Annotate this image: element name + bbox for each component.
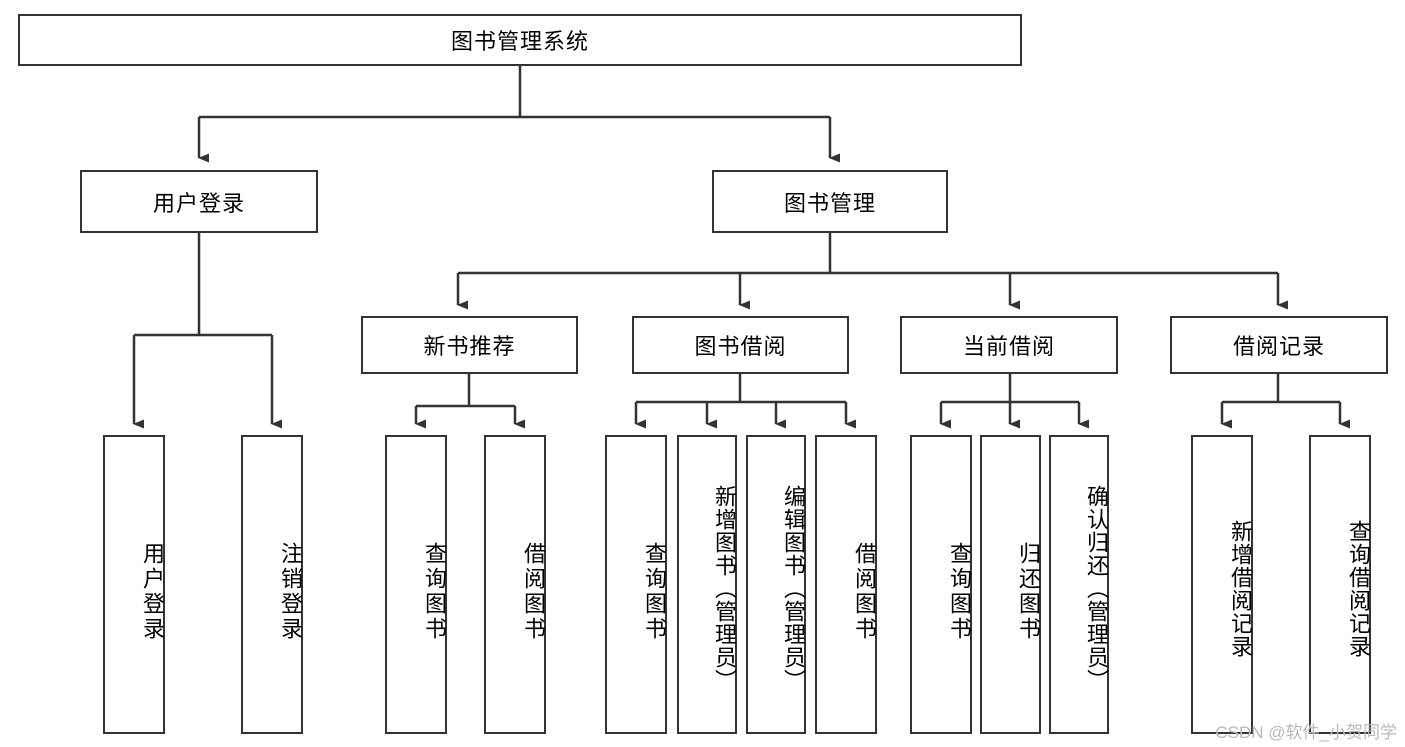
node-leaf-return-book[interactable]: 归还图书 bbox=[980, 435, 1041, 734]
node-leaf-add-borrow-record-label: 新增借阅记录 bbox=[1228, 519, 1253, 658]
node-book-management[interactable]: 图书管理 bbox=[712, 170, 948, 233]
node-leaf-borrow-book-newbook[interactable]: 借阅图书 bbox=[484, 435, 546, 734]
node-leaf-logout[interactable]: 注销登录 bbox=[241, 435, 303, 734]
node-leaf-logout-label: 注销登录 bbox=[278, 541, 303, 642]
node-book-borrow[interactable]: 图书借阅 bbox=[632, 316, 849, 374]
node-new-book-recommendation[interactable]: 新书推荐 bbox=[361, 316, 578, 374]
node-book-management-label: 图书管理 bbox=[783, 190, 876, 216]
node-book-borrow-label: 图书借阅 bbox=[694, 334, 787, 359]
node-leaf-borrow-book-borrow-label: 借阅图书 bbox=[852, 541, 877, 642]
node-leaf-query-book-borrow-label: 查询图书 bbox=[642, 541, 667, 642]
node-leaf-add-borrow-record[interactable]: 新增借阅记录 bbox=[1191, 435, 1253, 734]
node-user-login[interactable]: 用户登录 bbox=[80, 170, 318, 233]
node-new-book-recommendation-label: 新书推荐 bbox=[423, 334, 516, 359]
node-leaf-query-borrow-record[interactable]: 查询借阅记录 bbox=[1309, 435, 1371, 734]
node-leaf-return-book-label: 归还图书 bbox=[1016, 541, 1041, 642]
node-leaf-query-book-current[interactable]: 查询图书 bbox=[910, 435, 972, 734]
node-user-login-label: 用户登录 bbox=[152, 190, 245, 216]
node-leaf-user-login[interactable]: 用户登录 bbox=[103, 435, 165, 734]
node-leaf-confirm-return-admin[interactable]: 确认归还（管理员） bbox=[1049, 435, 1109, 734]
node-leaf-edit-book-admin-label: 编辑图书（管理员） bbox=[781, 485, 806, 692]
node-current-borrow[interactable]: 当前借阅 bbox=[900, 316, 1118, 374]
node-leaf-query-book-current-label: 查询图书 bbox=[947, 541, 972, 642]
node-leaf-query-book-newbook[interactable]: 查询图书 bbox=[385, 435, 447, 734]
node-root-book-management-system[interactable]: 图书管理系统 bbox=[18, 14, 1022, 66]
node-leaf-user-login-label: 用户登录 bbox=[140, 541, 165, 642]
node-leaf-edit-book-admin[interactable]: 编辑图书（管理员） bbox=[746, 435, 806, 734]
node-leaf-add-book-admin-label: 新增图书（管理员） bbox=[712, 485, 737, 692]
node-leaf-query-borrow-record-label: 查询借阅记录 bbox=[1346, 519, 1371, 658]
node-leaf-confirm-return-admin-label: 确认归还（管理员） bbox=[1084, 485, 1109, 692]
node-leaf-query-book-borrow[interactable]: 查询图书 bbox=[605, 435, 667, 734]
node-leaf-borrow-book-newbook-label: 借阅图书 bbox=[521, 541, 546, 642]
node-root-label: 图书管理系统 bbox=[450, 29, 589, 54]
node-leaf-borrow-book-borrow[interactable]: 借阅图书 bbox=[815, 435, 877, 734]
node-leaf-add-book-admin[interactable]: 新增图书（管理员） bbox=[677, 435, 737, 734]
node-leaf-query-book-newbook-label: 查询图书 bbox=[422, 541, 447, 642]
node-borrow-record-label: 借阅记录 bbox=[1232, 334, 1325, 359]
node-borrow-record[interactable]: 借阅记录 bbox=[1170, 316, 1388, 374]
node-current-borrow-label: 当前借阅 bbox=[962, 334, 1055, 359]
